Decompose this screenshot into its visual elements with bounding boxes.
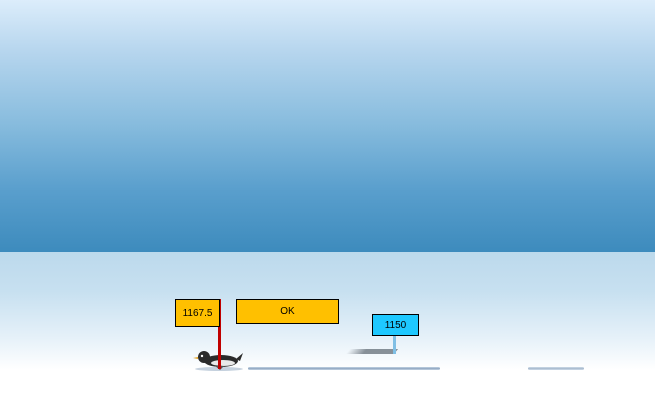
current-distance-pole — [218, 299, 221, 369]
ok-button[interactable]: OK — [236, 299, 339, 324]
ok-button-label: OK — [280, 306, 295, 317]
current-distance-marker: 1167.5 — [175, 299, 220, 327]
record-marker-shadow — [345, 349, 399, 354]
slide-track — [248, 367, 440, 370]
record-distance-label: 1150 — [384, 319, 407, 331]
sky-background — [0, 0, 655, 252]
record-marker-pole — [393, 336, 396, 354]
current-distance-label: 1167.5 — [182, 307, 213, 319]
snow-ground — [0, 252, 655, 409]
slide-track-far — [528, 367, 584, 370]
penguin-icon — [193, 351, 243, 371]
record-distance-marker: 1150 — [372, 314, 419, 336]
